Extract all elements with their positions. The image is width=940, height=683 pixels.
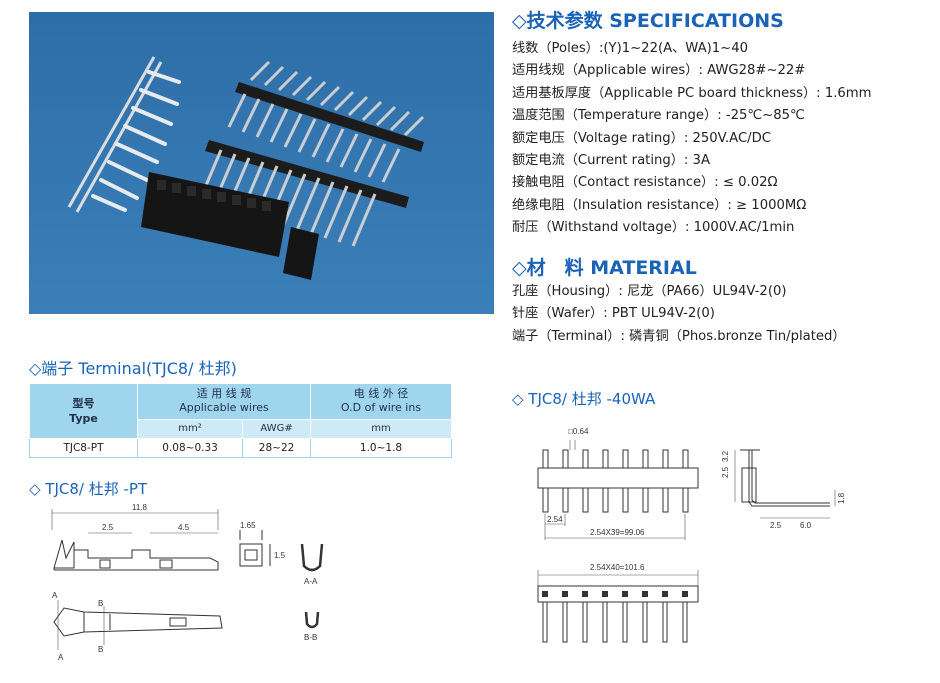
label-b-top: B	[98, 599, 103, 608]
product-photo	[29, 12, 494, 314]
dim-side-h: 1.8	[837, 492, 846, 504]
col-od-en: O.D of wire ins	[340, 401, 422, 415]
label-b-bottom: B	[98, 645, 103, 654]
dim-total: 11.8	[132, 503, 148, 512]
spec-temperature: 温度范围（Temperature range）: -25℃~85℃	[512, 108, 805, 124]
specifications-list: 线数（Poles）:(Y)1~22(A、WA)1~40 适用线规（Applica…	[512, 38, 871, 240]
col-wires-header: 适 用 线 规 Applicable wires	[137, 383, 311, 420]
material-housing: 孔座（Housing）: 尼龙（PA66）UL94V-2(0)	[512, 284, 787, 299]
dim-side-a: 2.5	[770, 521, 782, 530]
col-wires-cn: 适 用 线 规	[196, 387, 252, 401]
spec-pc-board: 适用基板厚度（Applicable PC board thickness）: 1…	[512, 85, 872, 101]
spec-insulation-resistance: 绝缘电阻（Insulation resistance）: ≥ 1000MΩ	[512, 197, 807, 213]
sub-mm: mm	[310, 418, 452, 440]
spec-contact-resistance: 接触电阻（Contact resistance）: ≤ 0.02Ω	[512, 175, 778, 191]
wa-header-drawing: □0.64 2.54 2.54X39=99.06 2.5 3.2 1.8 2.5…	[537, 427, 846, 643]
dim-pitch: 2.54	[547, 515, 563, 524]
table-row: TJC8-PT 0.08~0.33 28~22 1.0~1.8	[29, 438, 452, 458]
cell-od: 1.0~1.8	[310, 438, 452, 458]
dim-a: 2.5	[102, 523, 114, 532]
spec-poles: 线数（Poles）:(Y)1~22(A、WA)1~40	[512, 41, 749, 56]
spec-current: 额定电流（Current rating）: 3A	[512, 153, 710, 169]
cell-mm2: 0.08~0.33	[136, 438, 244, 458]
spec-voltage: 额定电压（Voltage rating）: 250V.AC/DC	[512, 130, 771, 146]
label-aa: A-A	[304, 577, 318, 586]
dim-b: 4.5	[178, 523, 190, 532]
spec-withstand-voltage: 耐压（Withstand voltage）: 1000V.AC/1min	[512, 220, 795, 236]
material-terminal: 端子（Terminal）: 磷青铜（Phos.bronze Tin/plated…	[512, 328, 846, 344]
label-bb: B-B	[304, 633, 317, 642]
terminal-heading: ◇端子 Terminal(TJC8/ 杜邦)	[29, 359, 237, 378]
connector-photo-illustration	[29, 12, 494, 314]
spec-wires: 适用线规（Applicable wires）: AWG28#~22#	[512, 63, 806, 79]
col-od-cn: 电 线 外 径	[353, 387, 409, 401]
dim-height: 1.5	[274, 551, 286, 560]
dim-h1: 2.5	[721, 466, 730, 478]
sub-awg: AWG#	[242, 418, 311, 440]
col-od-header: 电 线 外 径 O.D of wire ins	[310, 383, 452, 420]
cell-type: TJC8-PT	[29, 438, 138, 458]
dim-side-b: 6.0	[800, 521, 812, 530]
label-a-top: A	[52, 591, 58, 600]
col-wires-en: Applicable wires	[179, 401, 269, 415]
col-type-header: 型号 Type	[29, 383, 138, 439]
wa-drawing-heading: ◇ TJC8/ 杜邦 -40WA	[512, 390, 656, 408]
dim-h2: 3.2	[721, 450, 730, 462]
dim-total: 2.54X40=101.6	[590, 563, 645, 572]
cell-awg: 28~22	[242, 438, 311, 458]
col-type-cn: 型号	[72, 397, 95, 410]
pt-drawing-heading: ◇ TJC8/ 杜邦 -PT	[29, 480, 148, 498]
material-wafer: 针座（Wafer）: PBT UL94V-2(0)	[512, 306, 715, 322]
material-list: 孔座（Housing）: 尼龙（PA66）UL94V-2(0) 针座（Wafer…	[512, 281, 846, 348]
pt-terminal-drawing: 11.8 2.5 4.5 A B B A 1.65 1.5 A-A B-B	[51, 503, 324, 662]
specifications-heading: ◇技术参数 SPECIFICATIONS	[512, 10, 784, 32]
dim-pin-size: □0.64	[568, 427, 589, 436]
sub-mm2: mm²	[136, 418, 244, 440]
dim-span: 2.54X39=99.06	[590, 528, 645, 537]
material-heading: ◇材 料 MATERIAL	[512, 257, 697, 279]
terminal-spec-table: 型号 Type 适 用 线 规 Applicable wires 电 线 外 径…	[29, 383, 452, 458]
col-type-en: Type	[69, 412, 98, 425]
label-a-bottom: A	[58, 653, 64, 662]
dim-width: 1.65	[240, 521, 256, 530]
